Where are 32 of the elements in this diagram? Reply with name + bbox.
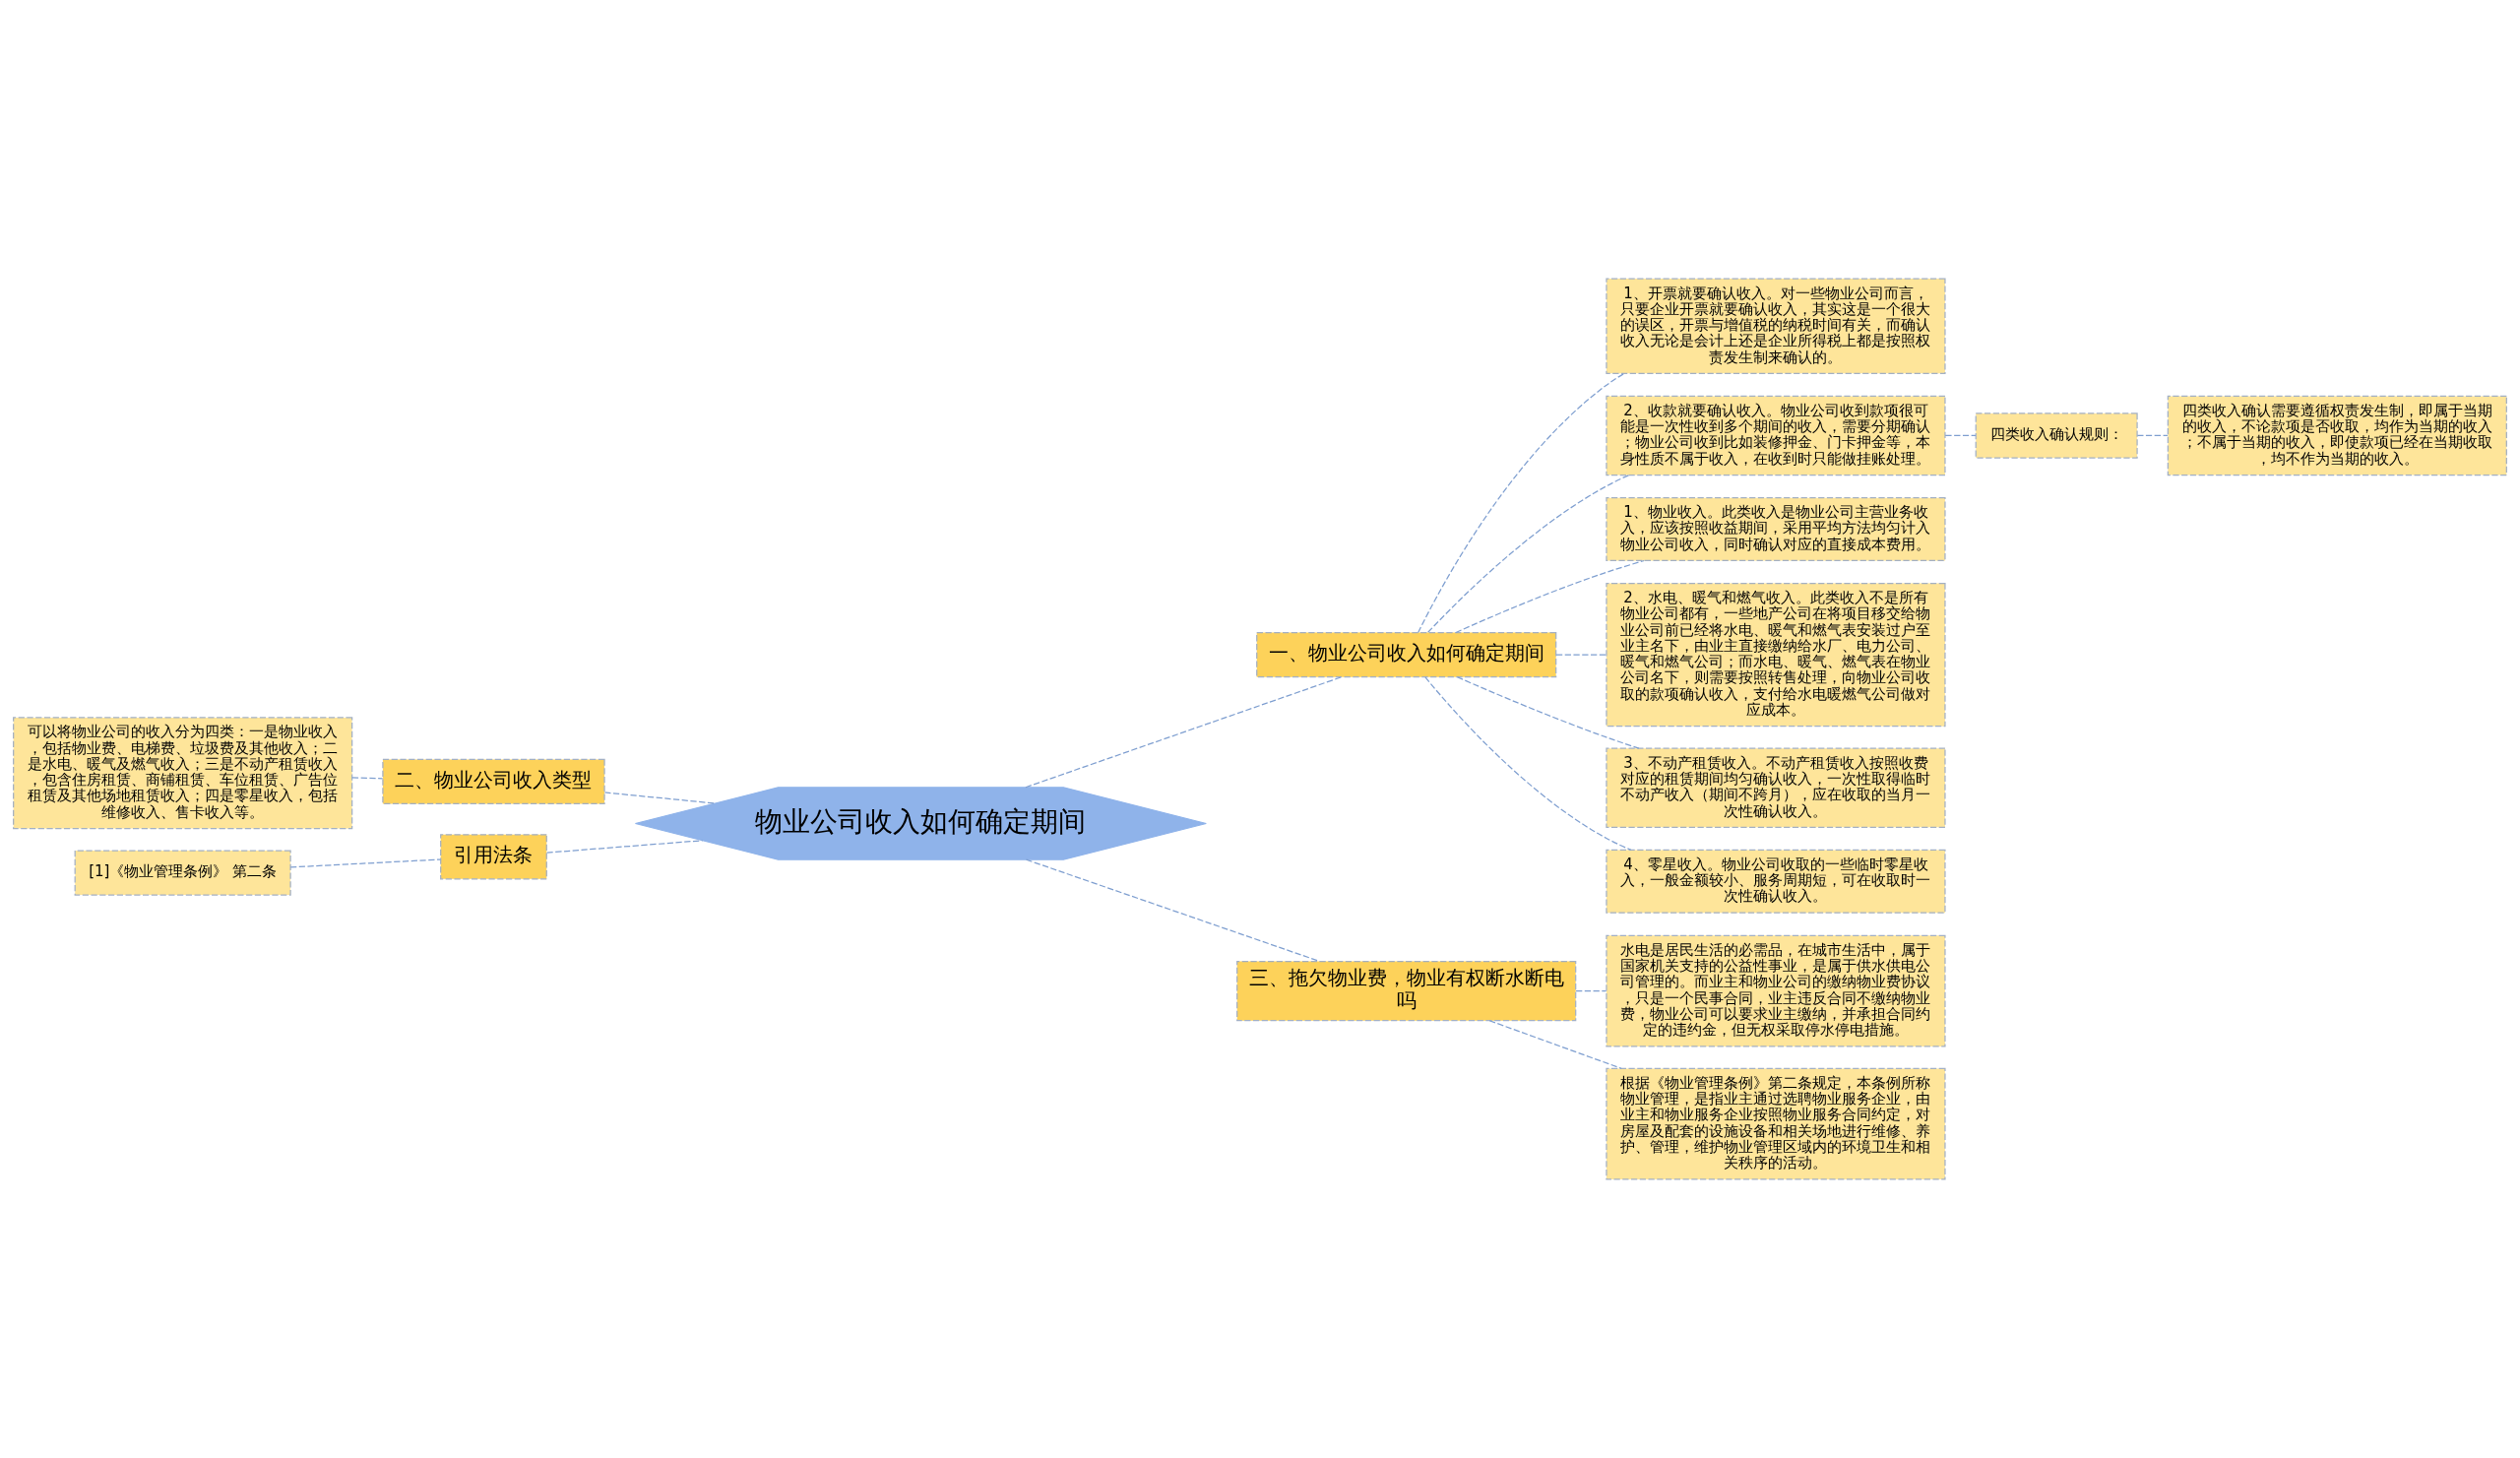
node-box: 四类收入确认规则： [1975,412,2138,459]
node-box: 2、收款就要确认收入。物业公司收到款项很可能是一次性收到多个期间的收入，需要分期确认；物业公司收到比如装修押金、门卡押金等，本身性质不属于收入，在收到时只能做挂账处理。 [1606,395,1946,476]
connector [1456,676,1640,749]
node-box: 三、拖欠物业费，物业有权断水断电吗 [1236,960,1577,1022]
connector [1455,559,1645,634]
connector [1555,654,1607,656]
node-box: 2、水电、暖气和燃气收入。此类收入不是所有物业公司都有，一些地产公司在将项目移交给物业公司前已经将水电、暖气和燃气表安装过户至业主名下，由业主直接缴纳给水厂、电力公司、暖气和燃气公司；而水电、暖气、燃气表在物业公司名下，则需要按照转售处理，向物业公司收取的款项确认收入，支付给水电暖燃气公司做对应成本。 [1606,582,1946,728]
connector [1025,858,1321,963]
connector [289,858,441,868]
node-box: 一、物业公司收入如何确定期间 [1256,632,1557,678]
node-box: 1、物业收入。此类收入是物业公司主营业务收入，应该按照收益期间，采用平均方法均匀计入物业公司收入，同时确认对应的直接成本费用。 [1606,497,1946,562]
connector [546,840,704,854]
node-box: 可以将物业公司的收入分为四类：一是物业收入，包括物业费、电梯费、垃圾费及其他收入；二是水电、暖气及燃气收入；三是不动产租赁收入，包含住房租赁、商铺租赁、车位租赁、广告位租赁及其他场地租赁收入；四是零星收入，包括维修收入、售卡收入等。 [13,717,353,830]
connector [351,777,384,780]
connector [603,792,716,804]
connector [1427,474,1630,633]
node-box: 四类收入确认需要遵循权责发生制，即属于当期的收入，不论款项是否收取，均作为当期的收入；不属于当期的收入，即使款项已经在当期收取，均不作为当期的收入。 [2167,395,2507,476]
connector [1488,1020,1622,1069]
node-box: 3、不动产租赁收入。不动产租赁收入按照收费对应的租赁期间均匀确认收入，一次性取得临时不动产收入（期间不跨月），应在收取的当月一次性确认收入。 [1606,747,1946,828]
node-box: 二、物业公司收入类型 [382,758,605,805]
node-box: 水电是居民生活的必需品，在城市生活中，属于国家机关支持的公益性事业，是属于供水供电公司管理的。而业主和物业公司的缴纳物业费协议，只是一个民事合同，业主违反合同不缴纳物业费，物业公司可以要求业主缴纳，并承担合同约定的违约金，但无权采取停水停电措施。 [1606,934,1946,1047]
connector [2136,434,2169,437]
node-box: 根据《物业管理条例》第二条规定，本条例所称物业管理，是指业主通过选聘物业服务企业，由业主和物业服务企业按照物业服务合同约定，对房屋及配套的设施设备和相关场地进行维修、养护、管理，维护物业管理区域内的环境卫生和相关秩序的活动。 [1606,1067,1946,1180]
node-box: 1、开票就要确认收入。对一些物业公司而言，只要企业开票就要确认收入，其实这是一个很大的误区，开票与增值税的纳税时间有关，而确认收入无论是会计上还是企业所得税上都是按照权责发生制来确认的。 [1606,278,1946,374]
connector [1944,434,1977,437]
node-box: 引用法条 [440,834,547,880]
connector [1424,676,1632,851]
node-box: [1]《物业管理条例》 第二条 [74,850,291,896]
connector [1575,990,1607,992]
connector [1418,372,1625,634]
node-box: 4、零星收入。物业公司收取的一些临时零星收入，一般金额较小、服务周期短，可在收取时一次性确认收入。 [1606,849,1946,914]
connector [1025,676,1343,789]
